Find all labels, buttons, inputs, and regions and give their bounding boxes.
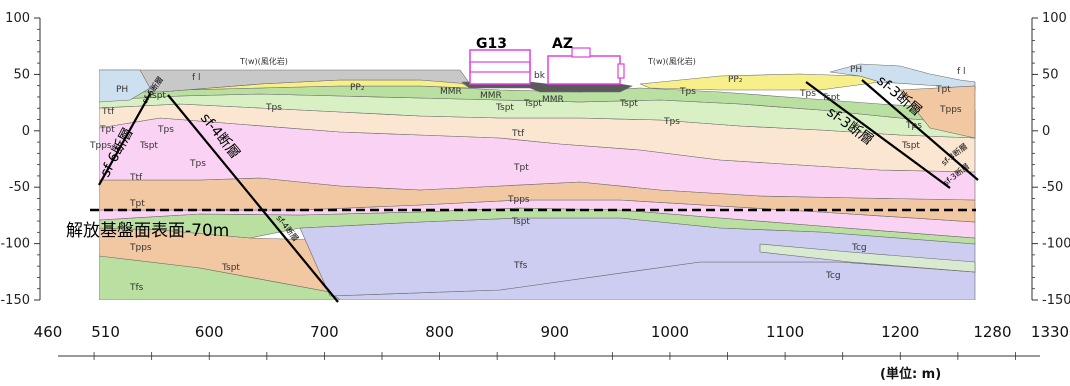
geology-layers	[99, 63, 976, 300]
label-tpps-right: Tpps	[939, 105, 962, 115]
label-tw-left: T(w)(風化岩)	[239, 56, 288, 66]
layer-ph-right	[829, 63, 976, 91]
label-tspt-6: Tspt	[821, 93, 840, 103]
label-tspt-2: Tspt	[139, 141, 158, 151]
label-mmr-2: MMR	[480, 91, 502, 101]
label-tfs-2: Tfs	[129, 283, 144, 293]
layer-labels: PH f l T(w)(風化岩) PP₂ T(w)(風化岩) PP₂ PH f …	[89, 56, 966, 293]
layer-tpps-right	[899, 85, 976, 139]
label-tspt-4: Tspt	[523, 99, 542, 109]
label-tps-6: Tps	[799, 89, 816, 99]
label-tpps-1: Tpps	[89, 141, 112, 151]
y-left-tick-label: -150	[0, 293, 30, 308]
y-right-tick-label: -100	[1042, 237, 1070, 252]
label-tspt-7: Tspt	[901, 141, 920, 151]
y-left-tick-label: 50	[13, 67, 30, 82]
x-tick-label: 900	[540, 323, 569, 341]
label-tfs-1: Tfs	[513, 261, 528, 271]
x-tick-label: 1330	[1031, 323, 1069, 341]
y-left-tick-label: 0	[22, 124, 30, 139]
building-g13-inner	[469, 61, 531, 73]
x-tick-label: 460	[34, 323, 63, 341]
x-axis: 460 510 600 700 800 900 1000 1100 1200 1280 1330	[34, 323, 1069, 360]
x-tick-label: 700	[310, 323, 339, 341]
label-pp2-left: PP₂	[350, 83, 365, 93]
buildings: G13 AZ bk	[469, 36, 625, 85]
y-right-tick-label: -50	[1042, 180, 1063, 195]
x-axis-unit: (単位: m)	[880, 366, 941, 382]
label-tcg-1: Tcg	[851, 243, 867, 253]
layer-tcg	[759, 243, 976, 273]
y-right-tick-label: 50	[1042, 67, 1059, 82]
building-g13	[469, 49, 531, 85]
layer-ph-left	[99, 69, 151, 103]
faults	[98, 79, 979, 303]
y-left-tick-label: -50	[9, 180, 30, 195]
x-tick-label: 800	[425, 323, 454, 341]
label-tspt-5: Tspt	[619, 99, 638, 109]
label-mmr-1: MMR	[440, 87, 462, 97]
x-tick-label: 1100	[766, 323, 804, 341]
label-tpps-3: Tpps	[129, 243, 152, 253]
fault-sf3-line-b	[861, 79, 979, 181]
y-right-tick-label: 100	[1042, 11, 1067, 26]
label-tps-3: Tps	[189, 159, 206, 169]
label-tps-2: Tps	[157, 125, 174, 135]
label-tpt-2: Tpt	[513, 163, 529, 173]
label-tspt-1: Tspt	[147, 91, 166, 101]
y-right-tick-label: 0	[1042, 124, 1050, 139]
label-fl-right: f l	[957, 67, 966, 77]
label-tps-4: Tps	[679, 87, 696, 97]
label-pp2-right: PP₂	[728, 75, 743, 85]
label-tspt-3: Tspt	[495, 103, 514, 113]
y-right-tick-label: -150	[1042, 293, 1070, 308]
fault-sf3-line-a	[805, 81, 951, 189]
label-ttf-3: Ttf	[129, 173, 143, 183]
label-tpps-2: Tpps	[507, 195, 530, 205]
label-tspt-mid: Tspt	[511, 217, 530, 227]
x-tick-label: 510	[91, 323, 120, 341]
x-tick-label: 1000	[651, 323, 689, 341]
label-tps-5: Tps	[663, 117, 680, 127]
x-tick-label: 1280	[973, 323, 1011, 341]
label-bk: bk	[534, 71, 546, 81]
base-surface-label: 解放基盤面表面-70m	[66, 221, 229, 241]
y-left-tick-label: 100	[5, 11, 30, 26]
label-tpt-1: Tpt	[99, 125, 115, 135]
fault-sf6-line	[98, 93, 151, 186]
y-left-tick-label: -100	[0, 237, 30, 252]
label-tpt-4: Tpt	[129, 199, 145, 209]
building-az-side	[617, 63, 625, 79]
label-ph-left: PH	[116, 85, 128, 95]
label-ttf-2: Ttf	[511, 129, 525, 139]
label-tcg-2: Tcg	[825, 271, 841, 281]
fault-sf4-line	[167, 94, 339, 303]
label-ph-right: PH	[850, 65, 862, 75]
building-g13-label: G13	[476, 36, 507, 52]
label-fl-left: f l	[192, 73, 201, 83]
label-tpt-3: Tpt	[935, 85, 951, 95]
label-mmr-3: MMR	[542, 95, 564, 105]
label-tspt-low: Tspt	[221, 263, 240, 273]
building-az-top	[571, 47, 591, 58]
label-tw-right: T(w)(風化岩)	[647, 56, 696, 66]
label-tps-1: Tps	[265, 103, 282, 113]
label-tps-7: Tps	[905, 121, 922, 131]
x-tick-label: 600	[195, 323, 224, 341]
y-axis-left: 100 50 0 -50 -100 -150	[0, 11, 41, 308]
y-axis-right: 100 50 0 -50 -100 -150	[1031, 11, 1070, 308]
x-tick-label: 1200	[881, 323, 919, 341]
building-az-label: AZ	[552, 36, 573, 52]
label-ttf-1: Ttf	[101, 107, 115, 117]
